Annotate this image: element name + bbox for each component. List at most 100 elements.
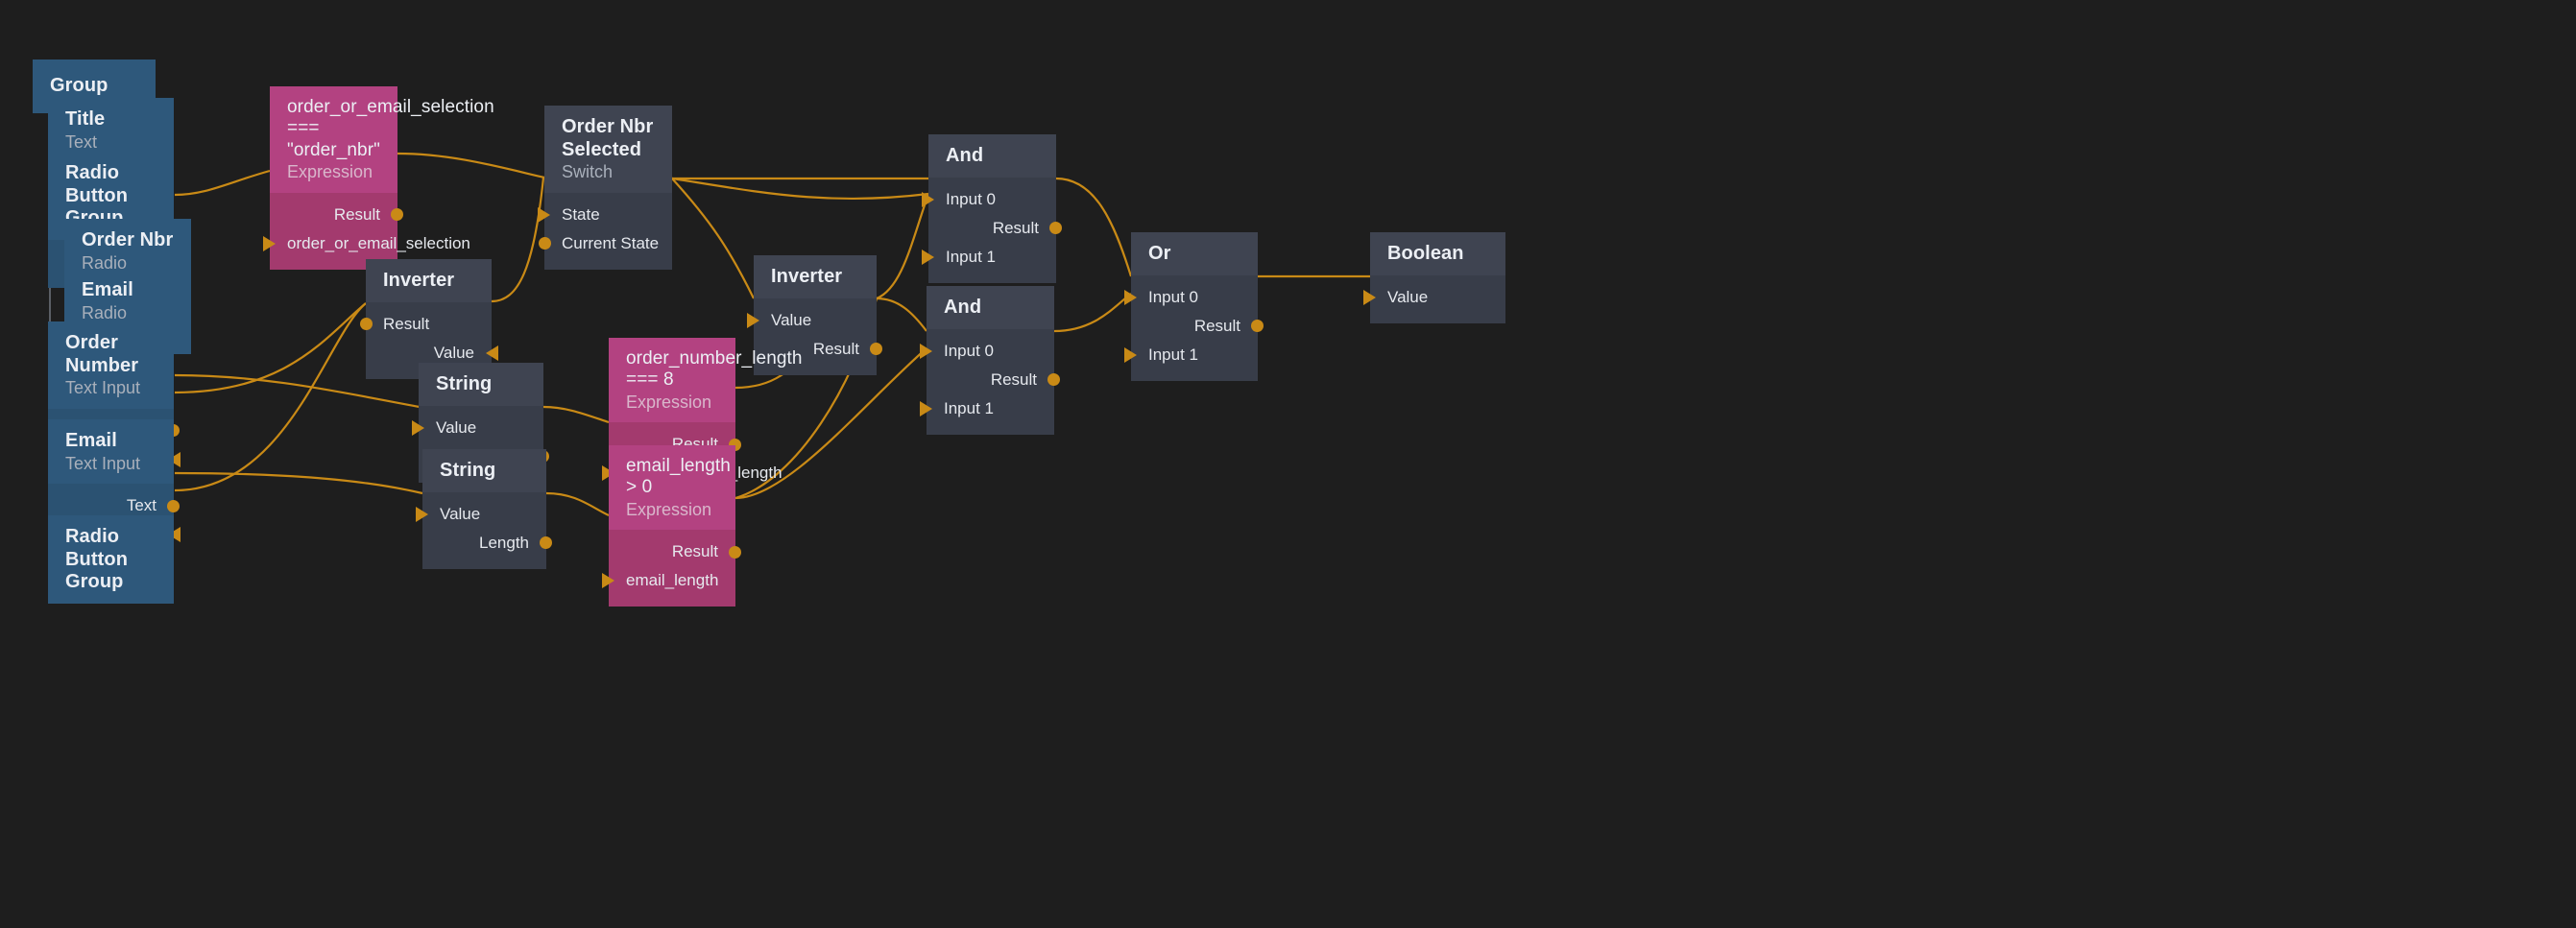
port-row[interactable]: Input 1 bbox=[922, 243, 1039, 272]
port-arrow-icon[interactable] bbox=[920, 343, 932, 359]
port-dot-icon[interactable] bbox=[1251, 320, 1264, 333]
port-dot-icon[interactable] bbox=[1049, 222, 1062, 235]
port-arrow-icon[interactable] bbox=[1124, 346, 1137, 363]
node-header[interactable]: Inverter bbox=[754, 255, 877, 298]
node-title: Radio Button Group bbox=[65, 526, 129, 593]
port-dot-icon[interactable] bbox=[540, 536, 552, 550]
port-label: email_length bbox=[626, 571, 719, 590]
node-header[interactable]: Inverter bbox=[366, 259, 492, 302]
node-title: Email bbox=[82, 279, 133, 300]
port-arrow-icon[interactable] bbox=[486, 345, 498, 361]
port-row[interactable]: Value bbox=[412, 414, 526, 442]
port-arrow-icon[interactable] bbox=[1363, 289, 1376, 305]
port-row[interactable]: Input 0 bbox=[1124, 283, 1240, 312]
port-row[interactable]: order_or_email_selection bbox=[263, 229, 470, 258]
port-label: Result bbox=[992, 218, 1039, 237]
port-row[interactable]: Text bbox=[65, 491, 180, 520]
port-row[interactable]: Value bbox=[383, 339, 498, 368]
port-dot-icon[interactable] bbox=[167, 499, 180, 512]
port-dot-icon[interactable] bbox=[870, 343, 882, 356]
wire bbox=[397, 152, 545, 179]
node-title: order_number_length === 8 bbox=[626, 348, 803, 391]
port-arrow-icon[interactable] bbox=[922, 249, 934, 265]
node-subtitle: Expression bbox=[287, 162, 373, 182]
port-arrow-icon[interactable] bbox=[747, 312, 759, 328]
node-header[interactable]: Or bbox=[1131, 232, 1258, 275]
port-row[interactable]: State bbox=[538, 201, 655, 229]
wire bbox=[174, 302, 367, 394]
port-arrow-icon[interactable] bbox=[1124, 289, 1137, 305]
port-row[interactable]: Value bbox=[416, 500, 529, 529]
port-label: Input 1 bbox=[1148, 345, 1198, 364]
node-title: order_or_email_selection === "order_nbr" bbox=[287, 97, 494, 160]
port-label: Text bbox=[126, 496, 156, 515]
wire bbox=[671, 178, 755, 299]
port-arrow-icon[interactable] bbox=[920, 400, 932, 416]
node-title: Order Nbr Selected bbox=[562, 116, 654, 160]
port-row[interactable]: Input 0 bbox=[922, 185, 1039, 214]
node-title: Boolean bbox=[1387, 243, 1464, 264]
node-subtitle: Expression bbox=[626, 392, 712, 412]
port-row[interactable]: Value bbox=[747, 306, 859, 335]
port-arrow-icon[interactable] bbox=[416, 506, 428, 522]
node-header[interactable]: And bbox=[928, 134, 1056, 178]
node-header[interactable]: order_or_email_selection === "order_nbr"… bbox=[270, 86, 494, 193]
port-label: Input 0 bbox=[1148, 287, 1198, 306]
port-label: Input 0 bbox=[946, 189, 996, 208]
port-row[interactable]: Result bbox=[946, 214, 1062, 243]
tree-connector bbox=[49, 92, 51, 543]
node-ports: Result email_length bbox=[602, 530, 741, 607]
node-header[interactable]: String bbox=[422, 449, 546, 492]
node-header[interactable]: Radio Button Group bbox=[48, 515, 174, 604]
port-dot-icon[interactable] bbox=[360, 318, 373, 331]
port-arrow-icon[interactable] bbox=[412, 419, 424, 436]
port-dot-icon[interactable] bbox=[391, 208, 403, 222]
port-row[interactable]: Length bbox=[440, 529, 552, 558]
port-row[interactable]: Result bbox=[626, 537, 741, 566]
node-header[interactable]: String bbox=[419, 363, 543, 406]
port-row[interactable]: Current State bbox=[539, 229, 659, 258]
node-expr-order-or-email[interactable]: order_or_email_selection === "order_nbr"… bbox=[263, 86, 494, 270]
port-row[interactable]: Input 1 bbox=[920, 394, 1037, 423]
wire bbox=[876, 297, 927, 332]
port-row[interactable]: email_length bbox=[602, 566, 719, 595]
port-dot-icon[interactable] bbox=[1047, 373, 1060, 387]
node-header[interactable]: And bbox=[927, 286, 1054, 329]
port-row[interactable]: Result bbox=[360, 310, 474, 339]
port-row[interactable]: Result bbox=[1148, 312, 1264, 341]
wire bbox=[174, 169, 271, 197]
port-arrow-icon[interactable] bbox=[263, 235, 276, 251]
wire bbox=[174, 471, 423, 495]
port-row[interactable]: Input 0 bbox=[920, 337, 1037, 366]
port-arrow-icon[interactable] bbox=[602, 573, 614, 589]
port-row[interactable]: Result bbox=[944, 366, 1060, 394]
port-label: Value bbox=[433, 343, 474, 362]
port-row[interactable]: Value bbox=[1363, 283, 1488, 312]
port-dot-icon[interactable] bbox=[729, 545, 741, 559]
node-radio-button-group-2[interactable]: Radio Button Group bbox=[48, 515, 174, 604]
node-header[interactable]: Boolean bbox=[1370, 232, 1505, 275]
port-dot-icon[interactable] bbox=[539, 237, 551, 250]
port-arrow-icon[interactable] bbox=[922, 191, 934, 207]
port-row[interactable]: Result bbox=[287, 201, 403, 229]
port-arrow-icon[interactable] bbox=[538, 206, 550, 223]
port-row[interactable]: Input 1 bbox=[1124, 341, 1240, 369]
